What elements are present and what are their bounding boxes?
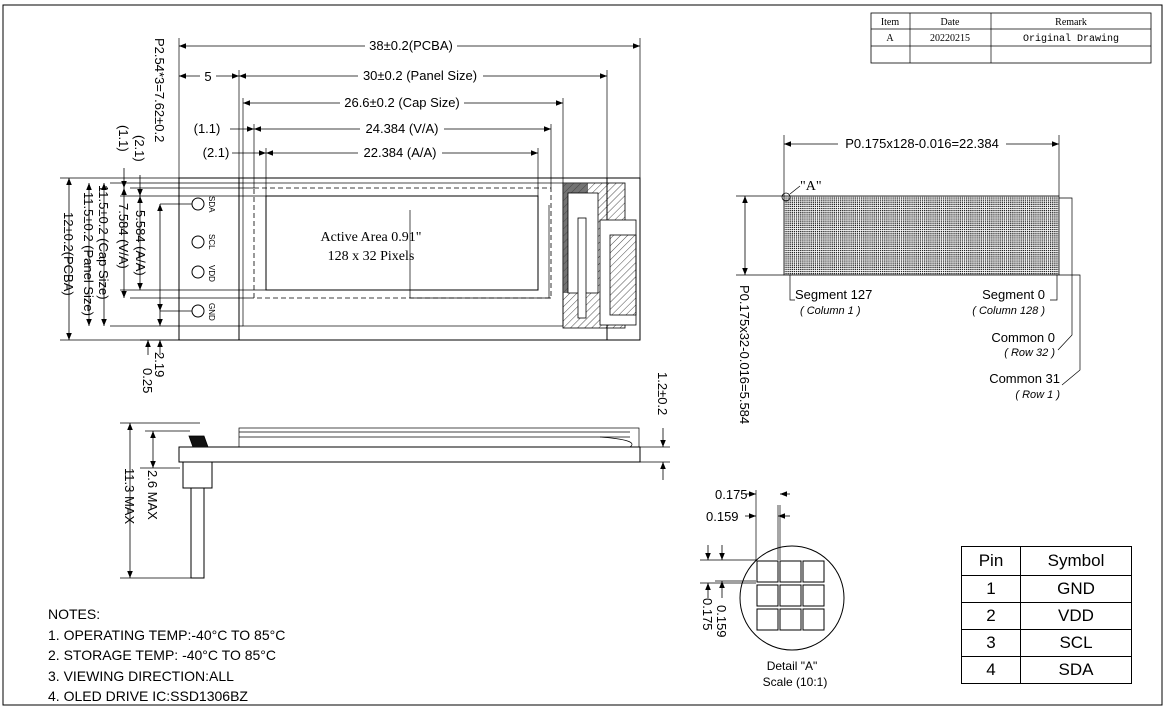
dim-side-total: 11.3 MAX xyxy=(122,468,137,524)
dim-panel-width: 30±0.2 (Panel Size) xyxy=(363,68,477,83)
label-common-31: Common 31 xyxy=(989,371,1060,386)
table-row: 1 GND xyxy=(961,575,1132,603)
pixel-matrix xyxy=(783,195,1060,276)
dim-aa-offset: (2.1) xyxy=(203,145,230,160)
pin-number: 1 xyxy=(961,575,1021,603)
label-row-32: ( Row 32 ) xyxy=(1004,347,1055,359)
table-row: 3 SCL xyxy=(961,629,1132,657)
note-operating-temp: 1. OPERATING TEMP:-40°C TO 85°C xyxy=(48,626,286,643)
dim-detail-size-v: 0.159 xyxy=(714,605,729,638)
revision-table: Item Date Remark A 20220215 Original Dra… xyxy=(870,12,1152,64)
dim-side-pcb: 1.2±0.2 xyxy=(655,372,670,415)
pin-number: 3 xyxy=(961,629,1021,657)
pin-holes xyxy=(191,197,205,318)
label-segment-0: Segment 0 xyxy=(982,287,1045,302)
front-view: Active Area 0.91" 128 x 32 Pixels SDA SC… xyxy=(60,38,641,393)
dim-left-aa-offset: (2.1) xyxy=(132,135,147,162)
dim-aa-width: 22.384 (A/A) xyxy=(364,145,437,160)
dim-va-width: 24.384 (V/A) xyxy=(366,121,439,136)
dim-detail-pitch-h: 0.175 xyxy=(715,487,748,502)
pin-label-gnd: GND xyxy=(207,303,216,321)
pin-number: 4 xyxy=(961,656,1021,684)
table-row: 2 VDD xyxy=(961,602,1132,630)
dim-pin-pitch: P2.54*3=7.62±0.2 xyxy=(152,38,167,142)
pin-label-scl: SCL xyxy=(207,234,216,250)
dim-offset-5: 5 xyxy=(204,69,211,84)
label-segment-127: Segment 127 xyxy=(795,287,872,302)
dim-aa-height: 5.584 (A/A) xyxy=(133,210,148,276)
dim-side-module: 2.6 MAX xyxy=(145,470,160,520)
label-column-1: ( Column 1 ) xyxy=(800,305,861,317)
dim-pcba-width: 38±0.2(PCBA) xyxy=(369,38,453,53)
pin-symbol: SDA xyxy=(1020,656,1132,684)
label-column-128: ( Column 128 ) xyxy=(972,305,1045,317)
detail-scale: Scale (10:1) xyxy=(763,675,828,689)
dim-edge-gap: 0.25 xyxy=(140,368,155,393)
detail-caption: Detail "A" xyxy=(767,659,818,673)
note-storage-temp: 2. STORAGE TEMP: -40°C TO 85°C xyxy=(48,647,277,663)
symbol-header: Symbol xyxy=(1020,546,1132,576)
notes-title: NOTES: xyxy=(48,606,101,622)
pin-table: Pin Symbol 1 GND 2 VDD 3 SCL 4 SDA xyxy=(961,546,1132,684)
pin-table-header: Pin Symbol xyxy=(961,546,1132,576)
pin-label-sda: SDA xyxy=(207,196,216,213)
active-area-title: Active Area 0.91" xyxy=(321,230,422,245)
pin-symbol: GND xyxy=(1020,575,1132,603)
revision-date: 20220215 xyxy=(930,33,970,44)
detail-pixel-cells xyxy=(756,560,825,631)
pin-label-vdd: VDD xyxy=(207,265,216,282)
pixel-view: P0.175x128-0.016=22.384 P0.175x32-0.016=… xyxy=(736,135,1081,424)
dim-pixel-width: P0.175x128-0.016=22.384 xyxy=(845,136,999,151)
note-viewing-direction: 3. VIEWING DIRECTION:ALL xyxy=(48,667,234,684)
label-row-1: ( Row 1 ) xyxy=(1015,389,1060,401)
dim-va-offset: (1.1) xyxy=(194,121,221,136)
dim-pixel-height: P0.175x32-0.016=5.584 xyxy=(737,285,752,424)
dim-va-height: 7.584 (V/A) xyxy=(116,203,131,269)
detail-a: 0.175 0.159 0.175 0.159 Detail "A" Scale… xyxy=(700,487,845,689)
dim-detail-pitch-v: 0.175 xyxy=(700,598,715,631)
pin-header: Pin xyxy=(961,546,1021,576)
dim-pin-edge: 2.19 xyxy=(152,352,167,377)
pin-symbol: SCL xyxy=(1020,629,1132,657)
revision-header-date: Date xyxy=(941,17,960,28)
pin-symbol: VDD xyxy=(1020,602,1132,630)
dim-cap-width: 26.6±0.2 (Cap Size) xyxy=(344,95,460,110)
dim-cap-height: 11.5±0.2 (Cap Size) xyxy=(96,185,111,300)
label-common-0: Common 0 xyxy=(991,330,1055,345)
drawing-border xyxy=(2,4,1163,706)
table-row: 4 SDA xyxy=(961,656,1132,684)
side-view: 11.3 MAX 2.6 MAX 1.2±0.2 xyxy=(120,372,670,579)
detail-a-marker: "A" xyxy=(800,179,822,194)
dim-pcba-height: 12±0.2(PCBA) xyxy=(61,212,76,296)
dim-panel-height: 11.5±0.2 (Panel Size) xyxy=(81,192,96,316)
notes: NOTES: 1. OPERATING TEMP:-40°C TO 85°C 2… xyxy=(48,604,285,707)
revision-item: A xyxy=(886,33,894,44)
note-drive-ic: 4. OLED DRIVE IC:SSD1306BZ xyxy=(48,688,248,704)
active-area-pixels: 128 x 32 Pixels xyxy=(328,249,415,264)
revision-header-item: Item xyxy=(881,17,900,28)
dim-detail-size-h: 0.159 xyxy=(706,509,739,524)
revision-remark: Original Drawing xyxy=(1023,33,1119,45)
dim-left-va-offset: (1.1) xyxy=(116,125,131,152)
revision-header-remark: Remark xyxy=(1055,17,1087,28)
pin-number: 2 xyxy=(961,602,1021,630)
